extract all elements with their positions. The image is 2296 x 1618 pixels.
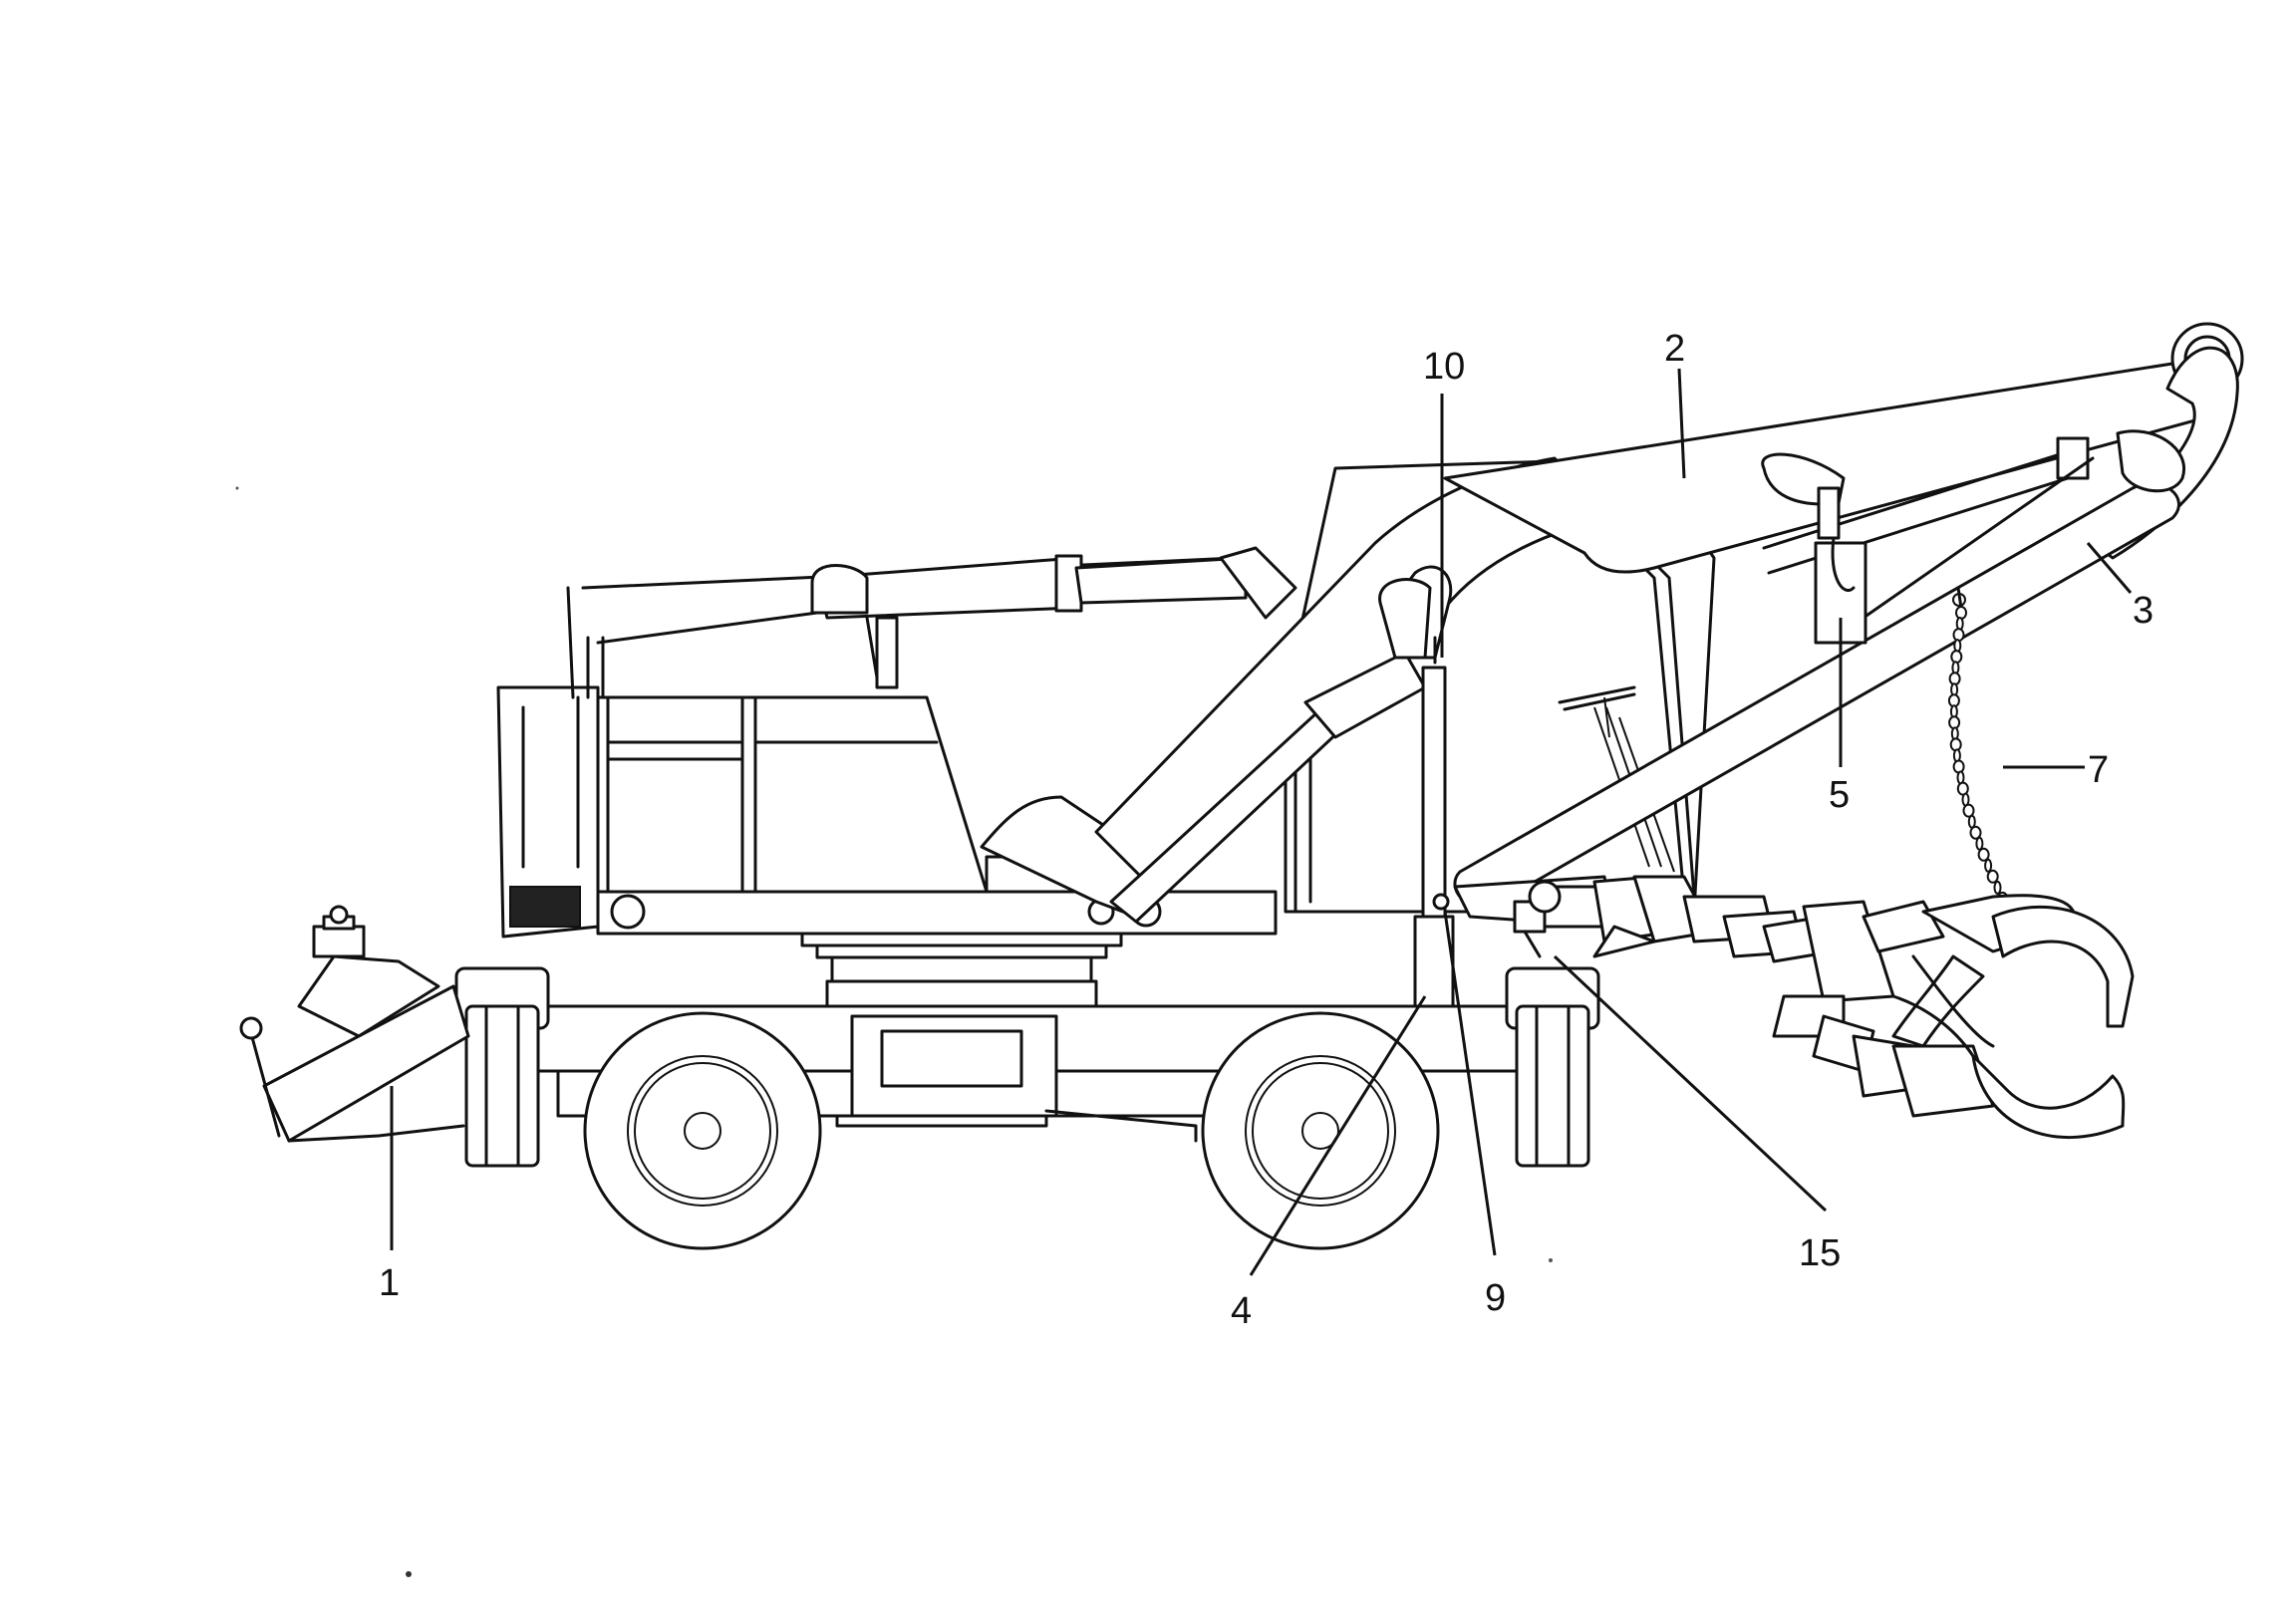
leader-lines [390, 368, 2133, 1276]
callout-9: 9 [1485, 1277, 1506, 1319]
callout-labels: 1 2 3 4 5 7 9 10 15 [379, 328, 2153, 1332]
scan-specks [235, 486, 1553, 1577]
callout-3: 3 [2133, 590, 2153, 632]
main-boom [1443, 322, 2244, 574]
chain-link [1984, 858, 1993, 873]
rear-rail-guide [454, 966, 550, 1168]
chain [1947, 586, 2022, 939]
callout-2: 2 [1664, 328, 1685, 370]
boom-cylinder [1109, 565, 1453, 924]
chain-link [1969, 825, 1982, 840]
callout-1: 1 [379, 1262, 400, 1304]
hook-block [1814, 486, 1867, 645]
callout-7: 7 [2088, 749, 2109, 791]
chain-link [1986, 869, 1999, 884]
chain-link [1952, 759, 1965, 774]
turret [496, 556, 1278, 939]
callout-5: 5 [1829, 774, 1850, 816]
chain-link [1962, 803, 1975, 818]
chain-link [1949, 737, 1962, 752]
chain-link [1967, 814, 1976, 829]
chain-link [1950, 650, 1963, 665]
jib-arm [1453, 429, 2186, 908]
upper-cylinder [810, 546, 1297, 689]
front-rail-guide [1505, 966, 1600, 1168]
callout-10: 10 [1423, 346, 1465, 388]
chain-link [1955, 606, 1967, 620]
front-wheel [1201, 1011, 1440, 1250]
chain-link [1975, 836, 1984, 851]
callout-4: 4 [1231, 1290, 1252, 1332]
clamp-15 [1513, 880, 1562, 958]
chain-link [1993, 880, 2002, 895]
rear-wheel [583, 1011, 822, 1250]
chain-link [1977, 847, 1990, 862]
callout-15: 15 [1799, 1232, 1841, 1274]
rear-coupler [239, 905, 470, 1143]
chain-link [1952, 628, 1965, 643]
